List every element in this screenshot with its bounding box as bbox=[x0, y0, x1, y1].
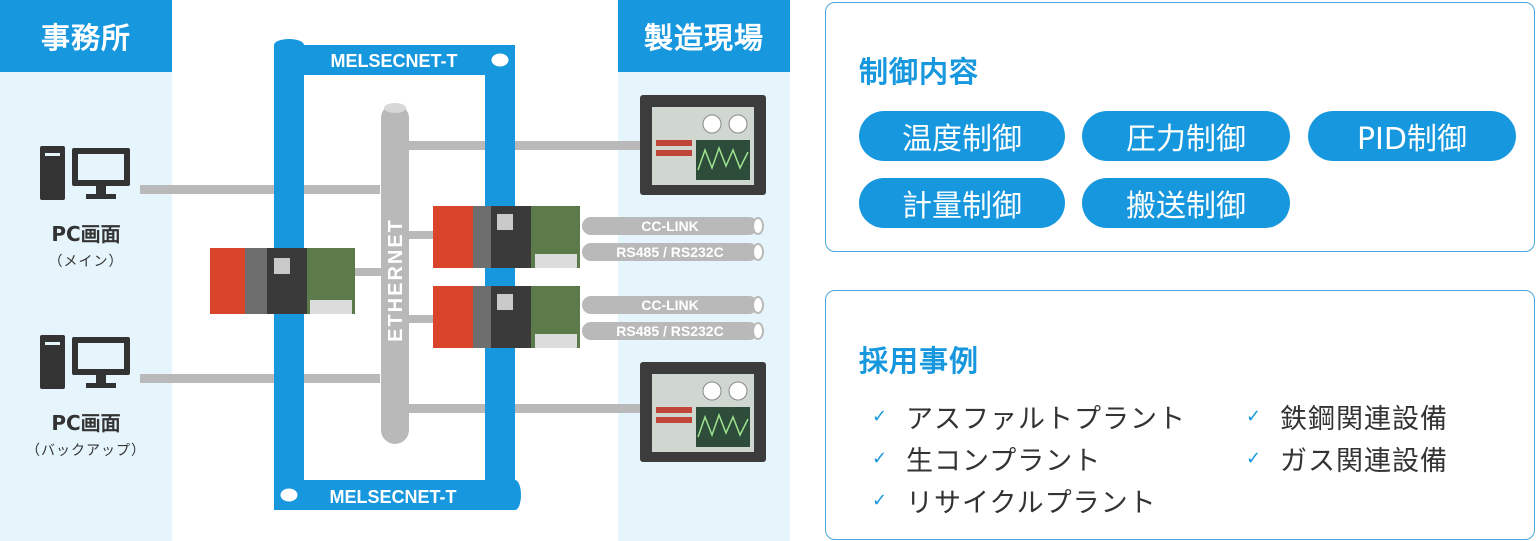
case-label: アスファルトプラント bbox=[906, 404, 1186, 435]
control-title: 制御内容 bbox=[859, 55, 980, 89]
pc-icon bbox=[40, 146, 130, 200]
control-pill: PID制御 bbox=[1308, 111, 1516, 161]
control-pill: 計量制御 bbox=[859, 178, 1065, 228]
case-label: 生コンプラント bbox=[906, 446, 1102, 477]
hmi-panel bbox=[640, 362, 766, 462]
pc-label-title: PC画面 bbox=[51, 411, 121, 435]
control-pill: 搬送制御 bbox=[1082, 178, 1290, 228]
rs-label: RS485 / RS232C bbox=[616, 323, 723, 339]
pc-label-backup: PC画面 （バックアップ） bbox=[0, 407, 172, 460]
case-item: ✓ 鉄鋼関連設備 bbox=[1246, 397, 1448, 436]
melsecnet-top-label: MELSECNET-T bbox=[330, 51, 457, 71]
check-icon: ✓ bbox=[872, 448, 889, 469]
case-item: ✓ 生コンプラント bbox=[872, 439, 1101, 478]
field-title: 製造現場 bbox=[618, 0, 790, 72]
pc-label-main: PC画面 （メイン） bbox=[0, 218, 172, 271]
cases-panel: 採用事例 ✓ アスファルトプラント ✓ 生コンプラント ✓ リサイクルプラント … bbox=[825, 290, 1535, 540]
case-label: ガス関連設備 bbox=[1280, 446, 1448, 477]
melsecnet-bottom-label: MELSECNET-T bbox=[329, 487, 456, 507]
check-icon: ✓ bbox=[1246, 448, 1263, 469]
control-panel: 制御内容 温度制御 圧力制御 PID制御 計量制御 搬送制御 bbox=[825, 2, 1535, 252]
ethernet-label: ETHERNET bbox=[385, 218, 407, 342]
cases-title: 採用事例 bbox=[859, 344, 980, 378]
field-cables bbox=[582, 217, 764, 340]
case-item: ✓ アスファルトプラント bbox=[872, 397, 1186, 436]
case-label: 鉄鋼関連設備 bbox=[1280, 404, 1448, 435]
cclink-label: CC-LINK bbox=[641, 218, 699, 234]
pc-label-sub: （バックアップ） bbox=[26, 443, 146, 459]
hmi-panel bbox=[640, 95, 766, 195]
office-column bbox=[0, 0, 172, 541]
cclink-label: CC-LINK bbox=[641, 297, 699, 313]
check-icon: ✓ bbox=[1246, 406, 1263, 427]
pc-label-sub: （メイン） bbox=[48, 254, 124, 270]
case-item: ✓ リサイクルプラント bbox=[872, 481, 1157, 520]
case-label: リサイクルプラント bbox=[906, 488, 1157, 519]
gray-cables bbox=[140, 141, 640, 413]
plc-module bbox=[433, 206, 580, 268]
check-icon: ✓ bbox=[872, 406, 889, 427]
office-title: 事務所 bbox=[0, 0, 172, 72]
rs-label: RS485 / RS232C bbox=[616, 244, 723, 260]
check-icon: ✓ bbox=[872, 490, 889, 511]
network-diagram: MELSECNET-T MELSECNET-T ETHERNET CC-LINK… bbox=[40, 39, 766, 510]
ethernet-tube bbox=[381, 103, 409, 444]
pc-icon bbox=[40, 335, 130, 389]
control-pill: 温度制御 bbox=[859, 111, 1065, 161]
plc-module bbox=[433, 286, 580, 348]
pc-label-title: PC画面 bbox=[51, 222, 121, 246]
case-item: ✓ ガス関連設備 bbox=[1246, 439, 1448, 478]
control-pill: 圧力制御 bbox=[1082, 111, 1290, 161]
plc-module bbox=[210, 248, 355, 314]
